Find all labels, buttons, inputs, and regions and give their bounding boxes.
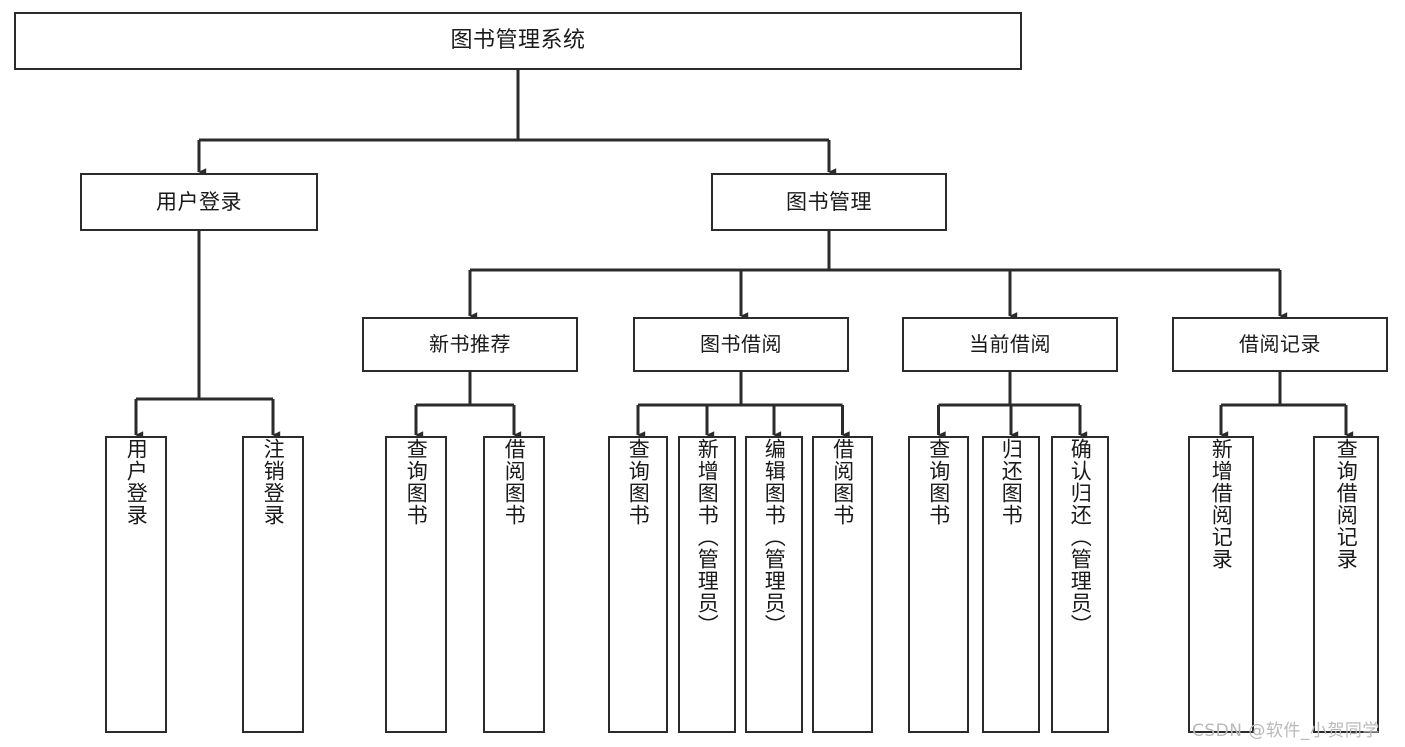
node-label-b_borrow: 借阅图书 [830, 438, 855, 526]
node-label-r_query: 查询借阅记录 [1334, 438, 1359, 570]
node-record[interactable]: 借阅记录 [1172, 317, 1388, 372]
node-label-borrow: 图书借阅 [700, 331, 782, 356]
node-label-c_query: 查询图书 [926, 438, 951, 526]
node-r_query[interactable]: 查询借阅记录 [1313, 436, 1379, 733]
node-root[interactable]: 图书管理系统 [14, 12, 1022, 70]
node-b_borrow[interactable]: 借阅图书 [812, 436, 873, 733]
node-b_edit[interactable]: 编辑图书（管理员） [745, 436, 803, 733]
node-label-b_query: 查询图书 [626, 438, 651, 526]
node-current[interactable]: 当前借阅 [902, 317, 1118, 372]
node-label-n_query: 查询图书 [404, 438, 429, 526]
node-label-login: 用户登录 [156, 189, 242, 214]
node-b_add[interactable]: 新增图书（管理员） [678, 436, 736, 733]
node-c_query[interactable]: 查询图书 [908, 436, 969, 733]
node-label-bookmgmt: 图书管理 [786, 189, 872, 214]
node-newbook[interactable]: 新书推荐 [362, 317, 578, 372]
node-label-c_return: 归还图书 [999, 438, 1024, 526]
node-label-l_login: 用户登录 [124, 438, 149, 526]
node-label-b_edit: 编辑图书（管理员） [762, 438, 787, 636]
csdn-watermark: CSDN @软件_小贺同学 [1192, 721, 1380, 741]
node-b_query[interactable]: 查询图书 [608, 436, 668, 733]
node-label-root: 图书管理系统 [450, 28, 586, 54]
node-c_return[interactable]: 归还图书 [982, 436, 1040, 733]
node-label-l_logout: 注销登录 [261, 438, 286, 526]
node-borrow[interactable]: 图书借阅 [633, 317, 849, 372]
node-label-current: 当前借阅 [969, 331, 1051, 356]
node-r_add[interactable]: 新增借阅记录 [1188, 436, 1254, 733]
node-login[interactable]: 用户登录 [80, 173, 318, 231]
node-l_logout[interactable]: 注销登录 [242, 436, 304, 733]
node-label-record: 借阅记录 [1239, 331, 1321, 356]
node-l_login[interactable]: 用户登录 [105, 436, 167, 733]
node-label-newbook: 新书推荐 [429, 331, 511, 356]
node-c_confirm[interactable]: 确认归还（管理员） [1051, 436, 1109, 733]
node-n_query[interactable]: 查询图书 [385, 436, 447, 733]
node-label-n_borrow: 借阅图书 [502, 438, 527, 526]
node-label-c_confirm: 确认归还（管理员） [1068, 438, 1093, 636]
node-bookmgmt[interactable]: 图书管理 [711, 173, 947, 231]
node-label-b_add: 新增图书（管理员） [695, 438, 720, 636]
node-label-r_add: 新增借阅记录 [1209, 438, 1234, 570]
node-n_borrow[interactable]: 借阅图书 [483, 436, 545, 733]
